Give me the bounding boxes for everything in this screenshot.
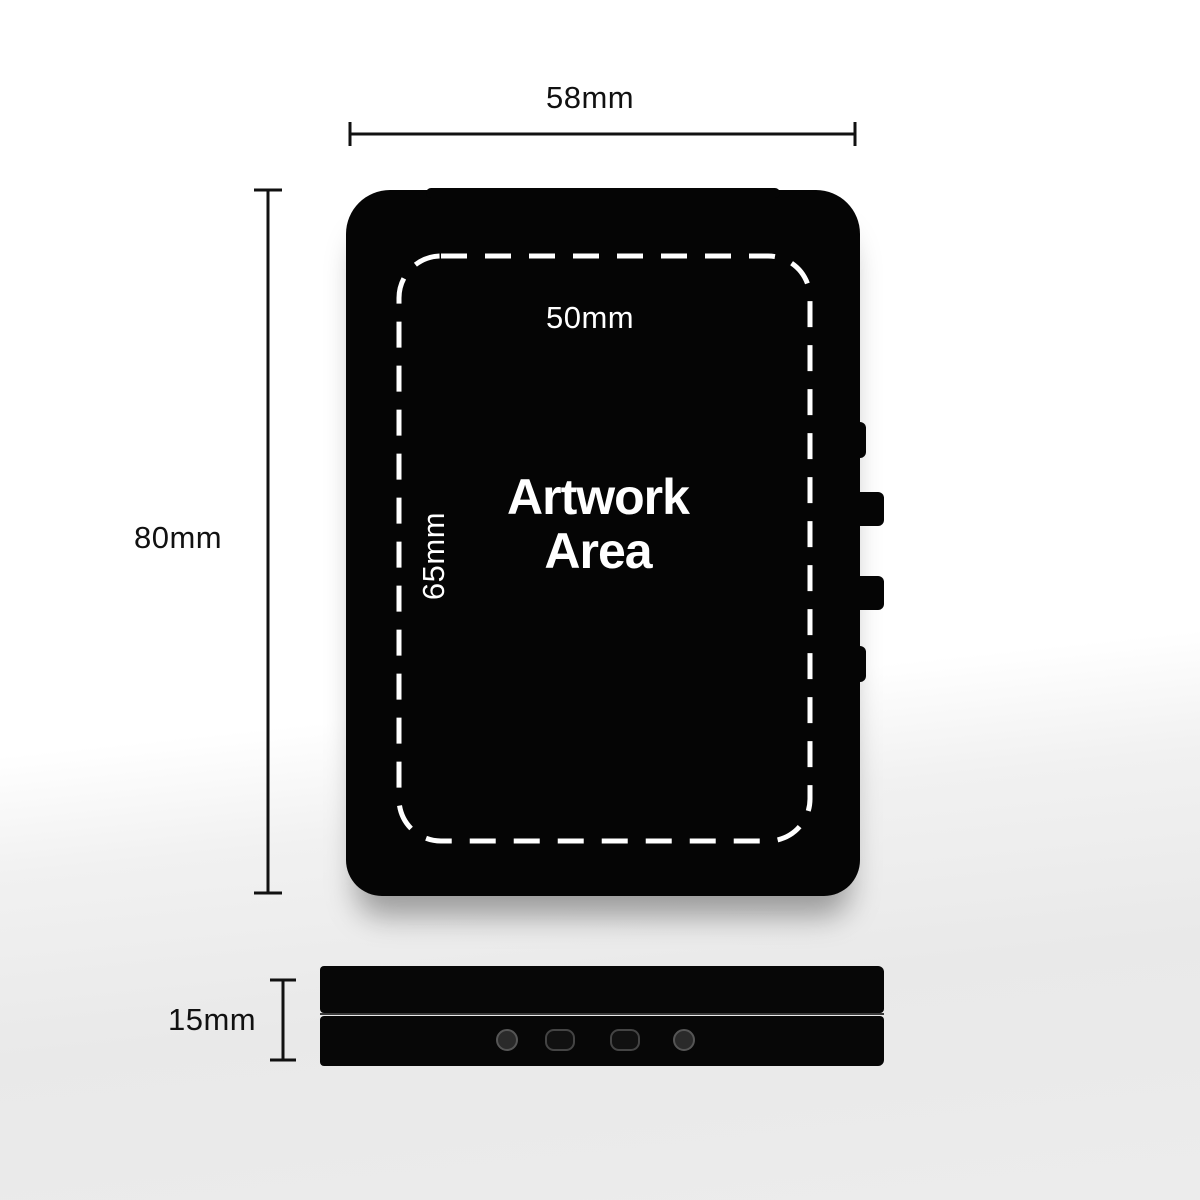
artwork-width-label: 50mm (546, 300, 635, 335)
height-dimension-label: 80mm (134, 520, 223, 555)
thickness-dimension-label: 15mm (168, 1002, 257, 1037)
artwork-height-label: 65mm (416, 511, 451, 601)
height-dimension-line (254, 188, 282, 895)
side-button-bottom (856, 646, 866, 682)
device-profile-top (320, 966, 884, 1013)
side-button-lower (856, 576, 884, 610)
artwork-title-line1: Artwork (507, 469, 690, 525)
side-button-upper (856, 492, 884, 526)
profile-ports (496, 1029, 695, 1051)
width-dimension-line (348, 122, 857, 146)
width-dimension-label: 58mm (546, 80, 635, 115)
side-button-top (856, 422, 866, 458)
artwork-title-line2: Area (544, 523, 652, 579)
port-slot-left-icon (545, 1029, 575, 1051)
port-screw-left-icon (496, 1029, 518, 1051)
thickness-dimension-line (270, 978, 296, 1062)
port-screw-right-icon (673, 1029, 695, 1051)
device-profile-bottom (320, 1016, 884, 1066)
artwork-area-title: Artwork Area (478, 470, 718, 578)
device-front (346, 188, 860, 896)
artwork-area-outline (396, 253, 813, 844)
port-slot-right-icon (610, 1029, 640, 1051)
